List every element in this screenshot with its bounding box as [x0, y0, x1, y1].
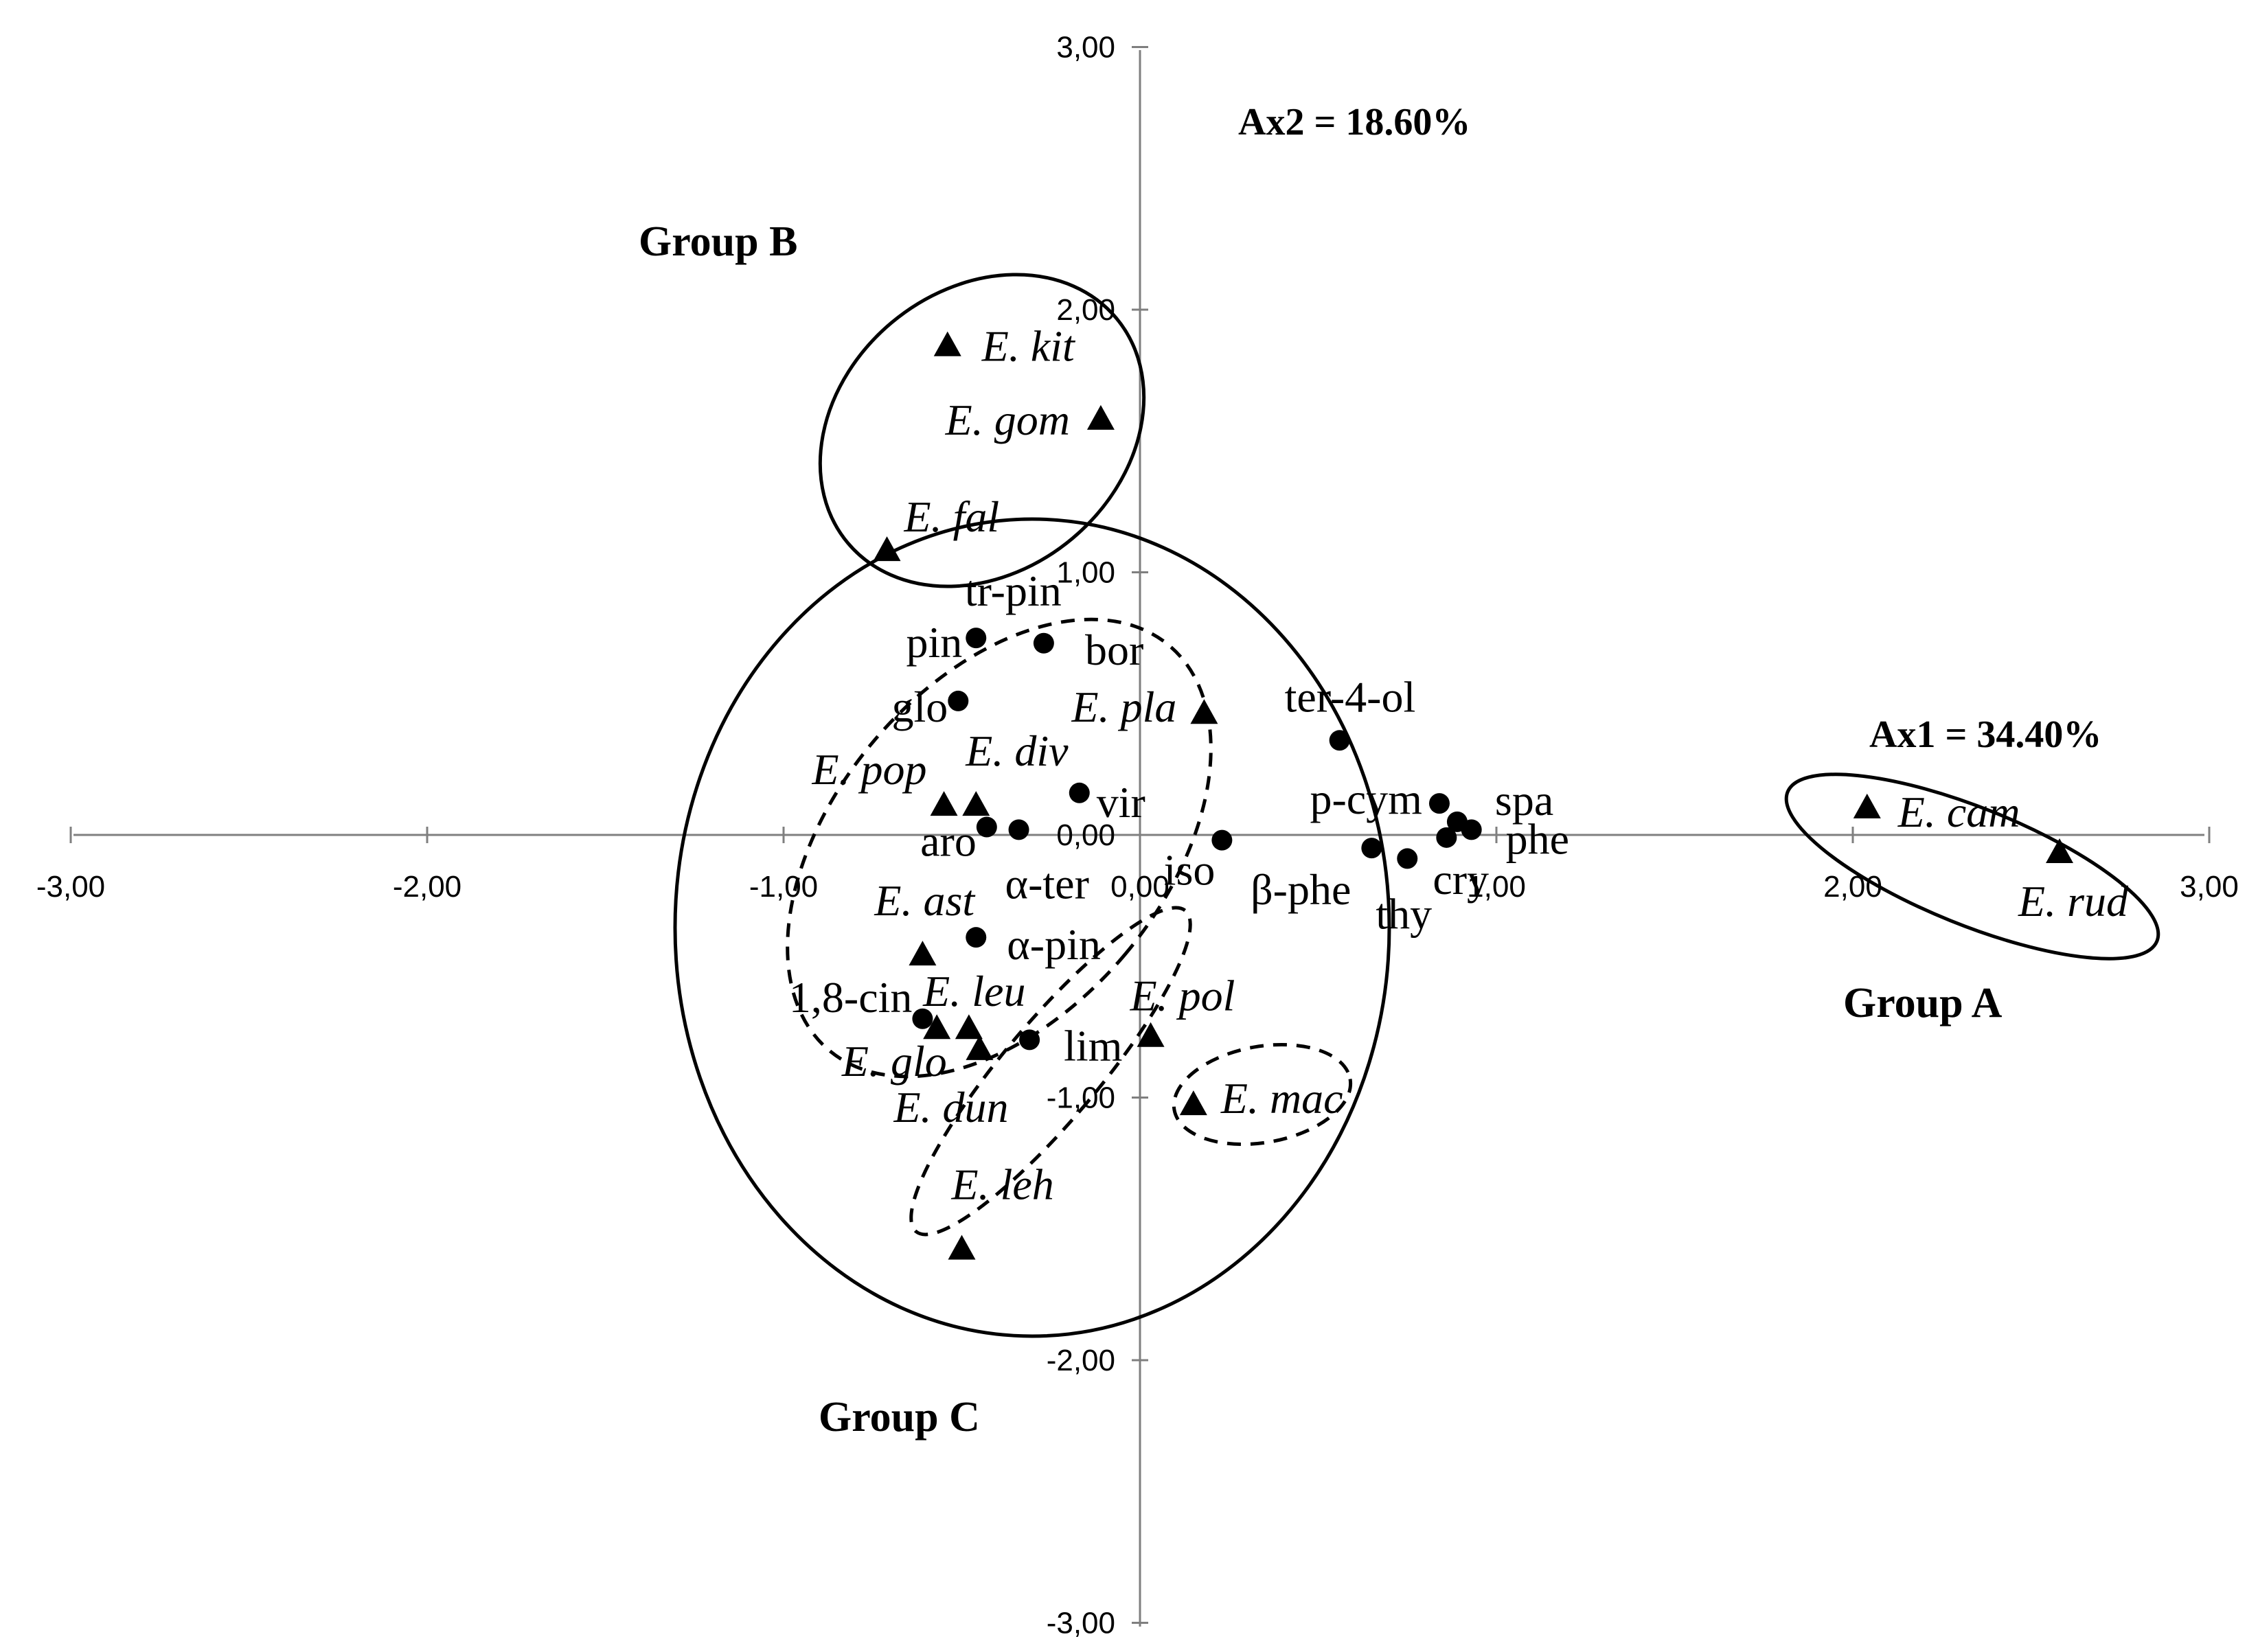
x-tick-label: 3,00 [2180, 870, 2239, 904]
text-labels: Ax2 = 18.60% Ax1 = 34.40% Group B Group … [639, 101, 2129, 1441]
label-ter-4-ol: ter-4-ol [1285, 672, 1416, 721]
point-pin [966, 927, 987, 948]
point-e-div [962, 791, 990, 816]
y-tick-label: 2,00 [1056, 293, 1115, 327]
label-e-mac: E. mac [1220, 1074, 1343, 1123]
point-e-mac [1179, 1090, 1207, 1116]
subgroup-pla-ellipse [786, 617, 1213, 1079]
point-e-pop [930, 791, 958, 816]
label-p-cym: p-cym [1310, 775, 1422, 823]
point-thy [1397, 848, 1418, 869]
point-e-leu [923, 1014, 951, 1040]
group-b-ellipse [818, 273, 1146, 588]
y-tick-label: -2,00 [1047, 1344, 1115, 1377]
label-e-div: E. div [965, 726, 1069, 775]
label-e-pol: E. pol [1130, 972, 1235, 1020]
label-aro: aro [920, 817, 977, 866]
label-e-pop: E. pop [811, 745, 926, 794]
point-phe [1361, 838, 1382, 859]
label-phe: β-phe [1251, 865, 1351, 914]
subgroup-leh-ellipse [909, 906, 1192, 1237]
x-tick-label: 1,00 [1467, 870, 1526, 904]
ticks: -3,00 -2,00 -1,00 0,00 1,00 2,00 3,00 -3,00 -2,0… [36, 31, 2239, 1640]
point-e-glo [955, 1014, 983, 1040]
label-e-leh: E. leh [951, 1160, 1054, 1209]
y-axis-title: Ax2 = 18.60% [1238, 101, 1470, 144]
point-aro [976, 816, 997, 838]
y-tick-label: 3,00 [1056, 31, 1115, 65]
label-ter: α-ter [1005, 859, 1089, 908]
point-e-pol [1137, 1022, 1165, 1047]
label-iso: iso [1164, 846, 1216, 895]
point-pin [966, 628, 987, 649]
label-e-gom: E. gom [945, 395, 1070, 444]
label-e-fal: E. fal [904, 492, 1000, 541]
data-marks [873, 331, 2074, 1260]
label-e-glo: E. glo [841, 1037, 947, 1086]
label-vir: vir [1097, 778, 1145, 827]
point-e-dun [966, 1035, 994, 1060]
label-e-rud: E. rud [2018, 877, 2129, 926]
point-p-cym [1428, 793, 1450, 814]
subgroup-mac-ellipse [1172, 1042, 1353, 1147]
point-e-ast [909, 941, 937, 966]
y-tick-label: 0,00 [1056, 818, 1115, 852]
x-tick-label: -3,00 [36, 870, 105, 904]
x-tick-label: 0,00 [1110, 870, 1170, 904]
x-tick-label: -1,00 [749, 870, 818, 904]
point-cry [1436, 827, 1457, 848]
point-phe [1461, 819, 1482, 840]
point-e-gom [1086, 404, 1115, 430]
point-e-rud [2046, 838, 2074, 863]
y-tick-label: 1,00 [1056, 556, 1115, 590]
label-thy: thy [1376, 889, 1432, 938]
label-1-8-cin: 1,8-cin [789, 973, 913, 1022]
label-pin: pin [906, 618, 962, 667]
point-e-kit [933, 331, 961, 356]
label-e-dun: E. dun [893, 1083, 1008, 1132]
point-tr-pin [1033, 632, 1054, 654]
label-e-ast: E. ast [874, 876, 976, 925]
label-pin: α-pin [1007, 920, 1101, 969]
label-glo: glo [892, 682, 948, 731]
label-e-kit: E. kit [981, 322, 1076, 371]
group-c-ellipse [673, 517, 1391, 1338]
point-e-leh [948, 1235, 976, 1260]
label-phe: phe [1506, 814, 1569, 863]
point-e-fal [873, 536, 901, 562]
point-1-8-cin [912, 1008, 933, 1029]
label-tr-pin: tr-pin [965, 566, 1062, 615]
point-iso [1211, 829, 1233, 851]
label-e-pla: E. pla [1071, 682, 1177, 731]
point-vir [1069, 782, 1090, 803]
group-a-label: Group A [1843, 980, 2003, 1026]
group-a-ellipse [1784, 772, 2160, 961]
point-e-pla [1190, 699, 1218, 724]
point-ter [1008, 819, 1029, 840]
label-e-leu: E. leu [922, 967, 1025, 1016]
label-spa: spa [1495, 776, 1553, 825]
point-lim [1019, 1029, 1040, 1051]
x-tick-label: 2,00 [1823, 870, 1882, 904]
point-glo [948, 690, 969, 711]
group-c-label: Group C [819, 1394, 980, 1441]
label-e-cam: E. cam [1897, 788, 2020, 836]
group-b-label: Group B [639, 218, 797, 265]
label-lim: lim [1064, 1021, 1122, 1070]
x-axis-title: Ax1 = 34.40% [1869, 713, 2101, 756]
y-tick-label: -3,00 [1047, 1607, 1115, 1640]
x-tick-label: -2,00 [393, 870, 461, 904]
point-ter-4-ol [1329, 730, 1350, 751]
label-bor: bor [1085, 626, 1143, 674]
group-outlines [673, 273, 2160, 1338]
label-cry: cry [1433, 855, 1489, 904]
point-e-cam [1853, 793, 1881, 818]
